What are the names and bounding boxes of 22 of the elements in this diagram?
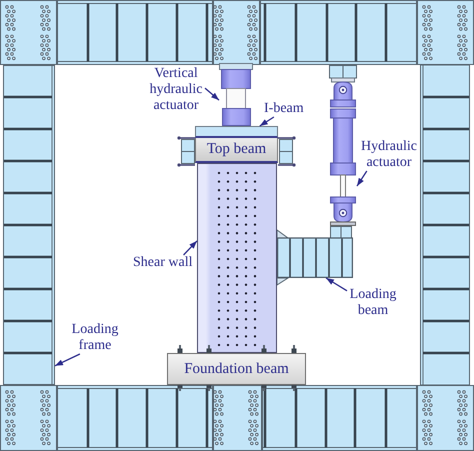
shear-wall bbox=[197, 163, 277, 353]
callout-label: I-beam bbox=[264, 101, 304, 117]
top-beam bbox=[195, 138, 278, 163]
frame-column bbox=[3, 65, 55, 385]
i-beam bbox=[195, 126, 278, 138]
vertical-hydraulic-actuator bbox=[219, 63, 253, 126]
leader-arrow bbox=[326, 277, 348, 292]
callout-label: Loading frame bbox=[69, 322, 121, 354]
callout-label: Loading beam bbox=[347, 287, 399, 319]
leader-arrow bbox=[204, 88, 220, 101]
callout-label: Shear wall bbox=[133, 255, 192, 271]
beam-label: Top beam bbox=[206, 141, 266, 158]
leader-arrow bbox=[183, 240, 198, 256]
callout-label: Hydraulic actuator bbox=[359, 139, 419, 171]
leader-arrow bbox=[259, 116, 274, 127]
leader-arrow bbox=[356, 170, 368, 186]
callout-label: Vertical hydraulic actuator bbox=[147, 66, 205, 114]
hydraulic-actuator bbox=[329, 63, 357, 226]
leader-arrow bbox=[54, 353, 80, 366]
foundation-beam bbox=[167, 353, 306, 385]
beam-label: Foundation beam bbox=[184, 360, 289, 378]
loading-beam bbox=[277, 226, 353, 278]
